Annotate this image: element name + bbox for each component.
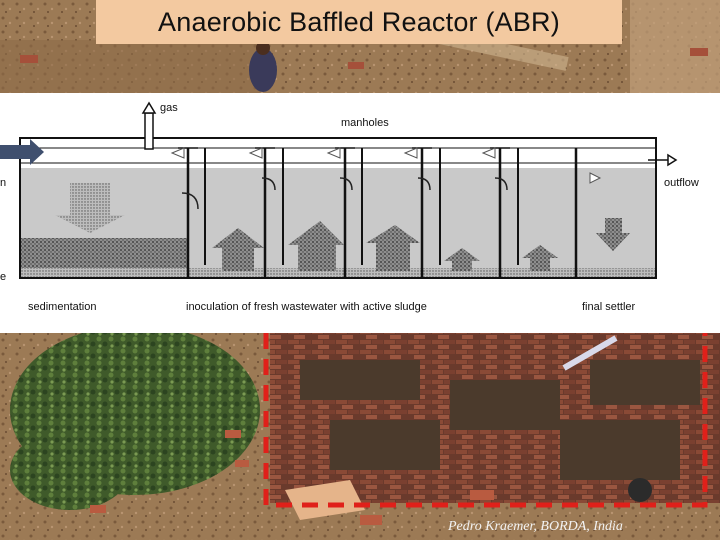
settling-arrow [55, 183, 125, 233]
sedimentation-label: sedimentation [28, 301, 97, 313]
inoculation-label: inoculation of fresh wastewater with act… [186, 301, 427, 313]
downflow-pipes [204, 148, 519, 265]
abr-schematic [0, 101, 678, 279]
abr-diagram: gas manholes outflow n e sedimentation i… [0, 93, 720, 333]
gas-pipe [141, 101, 157, 150]
reactor-outline [263, 333, 708, 508]
photo-credit: Pedro Kraemer, BORDA, India [448, 519, 623, 534]
final-settler-label: final settler [582, 301, 636, 313]
sludge-label-fragment: e [0, 271, 7, 283]
title-banner: Anaerobic Baffled Reactor (ABR) [96, 0, 622, 44]
settler-sludge [20, 268, 656, 278]
outflow-arrow [648, 153, 678, 167]
inflow-label-fragment: n [0, 177, 7, 189]
outflow-label: outflow [664, 177, 699, 189]
top-flow-arrows [170, 147, 602, 184]
tank-walls [19, 137, 657, 279]
inflow-arrow [0, 139, 44, 165]
gas-label: gas [160, 102, 178, 114]
baffles [186, 148, 578, 278]
upflow-arrows [212, 221, 558, 271]
curved-arrows [181, 177, 508, 210]
slide-title: Anaerobic Baffled Reactor (ABR) [158, 6, 560, 37]
settler-arrow [596, 218, 630, 251]
manholes-label: manholes [341, 117, 389, 129]
